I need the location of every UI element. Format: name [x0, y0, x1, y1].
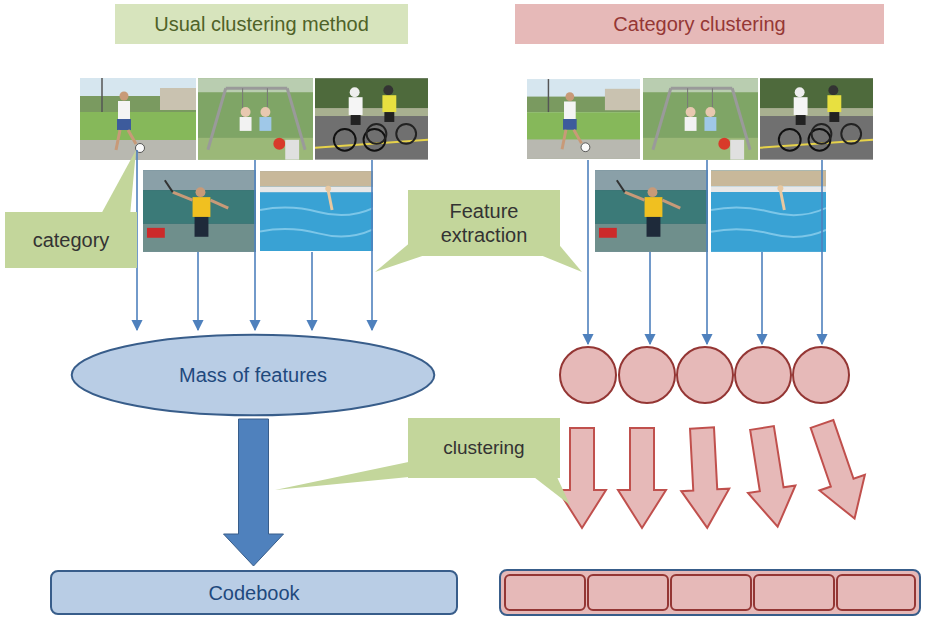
ellipse-shape [72, 335, 435, 416]
category-codebook [500, 570, 920, 615]
photo-bikes [315, 78, 428, 159]
block-arrow [618, 428, 666, 528]
callout-box: Feature extraction [408, 190, 560, 256]
block-arrow [224, 419, 284, 566]
photo-set [527, 78, 873, 251]
photo-tennis [595, 170, 708, 251]
photo-diving [260, 171, 373, 251]
arrow [371, 160, 373, 330]
arrow [197, 252, 199, 330]
photo-soccer [527, 79, 640, 159]
photo-swings [643, 78, 758, 159]
node-label: Category clustering [613, 12, 785, 36]
block-arrow [738, 424, 801, 530]
category-features [560, 347, 849, 403]
block-arrow [799, 416, 877, 526]
codebook-segment [754, 575, 834, 610]
codebook-segment [505, 575, 585, 610]
extraction-arrows [137, 150, 822, 344]
codebook-box: Codebook [50, 570, 458, 615]
callout-box: category [5, 212, 137, 268]
clustering-arrows [558, 416, 877, 530]
section-header: Usual clustering method [115, 4, 408, 44]
callout-pointer [100, 150, 136, 216]
codebook-segment [671, 575, 751, 610]
node-label: category [33, 228, 110, 252]
callout-pointers [100, 150, 582, 505]
node-label: clustering [443, 437, 524, 460]
arrow [311, 252, 313, 330]
photo-swings [198, 78, 313, 159]
photo-bikes [760, 78, 873, 159]
node-label: Feature extraction [416, 199, 552, 247]
block-arrow [558, 428, 606, 528]
photo-soccer [80, 78, 196, 160]
codebook-frame [500, 570, 920, 615]
arrow [761, 252, 763, 344]
feature-ellipse: Mass of features [68, 333, 438, 417]
arrow [706, 160, 708, 344]
feature-circle [619, 347, 675, 403]
codebook-segment [837, 575, 915, 610]
section-header: Category clustering [515, 4, 884, 44]
feature-circle [560, 347, 616, 403]
arrow [587, 160, 589, 344]
arrow [821, 160, 823, 344]
feature-circle [677, 347, 733, 403]
feature-circle [793, 347, 849, 403]
feature-circle [735, 347, 791, 403]
photo-diving [711, 170, 826, 251]
codebook-segment [588, 575, 668, 610]
photo-tennis [143, 170, 256, 251]
node-label: Mass of features [179, 363, 327, 387]
node-label: Usual clustering method [154, 12, 369, 36]
node-label: Codebook [208, 581, 299, 605]
arrow [254, 160, 256, 330]
callout-box: clustering [408, 418, 560, 478]
block-arrow [678, 427, 731, 529]
arrow [649, 252, 651, 344]
